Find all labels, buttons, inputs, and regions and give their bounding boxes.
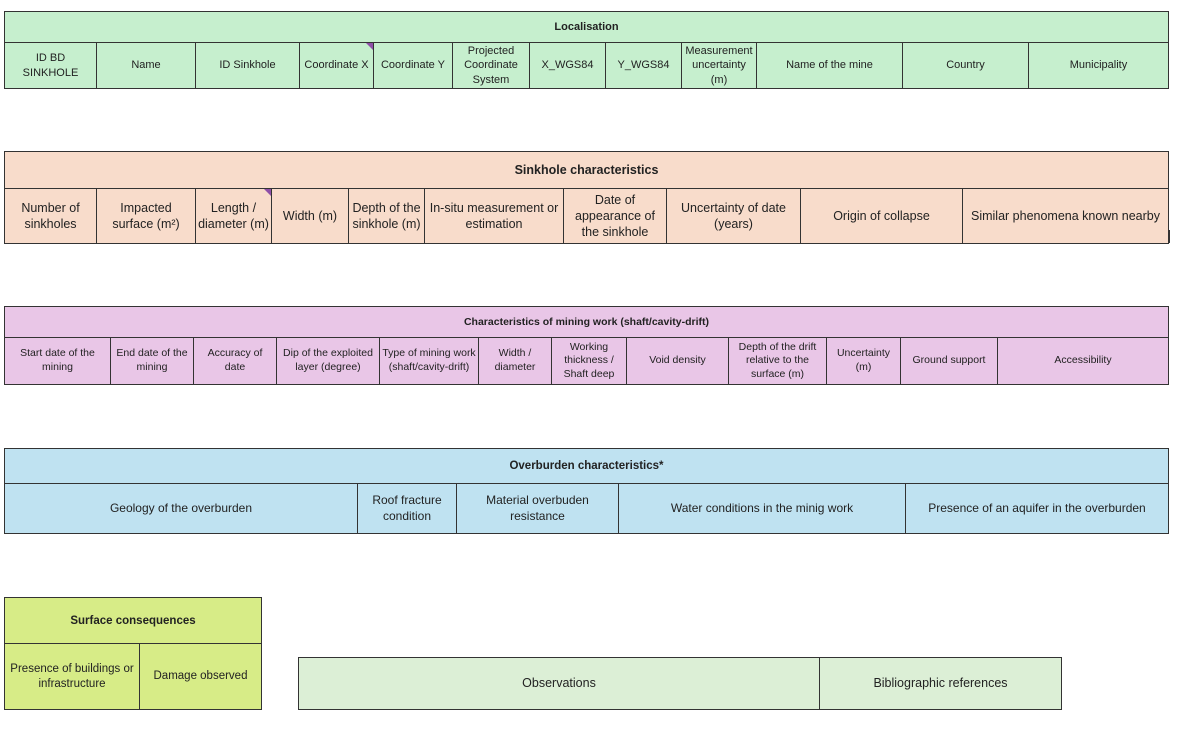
- header-cell-depth-of-drift[interactable]: Depth of the drift relative to the surfa…: [729, 338, 827, 384]
- header-cell-roof-fracture-condition[interactable]: Roof fracture condition: [358, 484, 457, 533]
- header-cell-type-of-mining-work[interactable]: Type of mining work (shaft/cavity-drift): [380, 338, 479, 384]
- header-cell-working-thickness[interactable]: Working thickness / Shaft deep: [552, 338, 627, 384]
- surface-consequences-title: Surface consequences: [5, 598, 261, 644]
- localisation-title: Localisation: [5, 12, 1168, 43]
- surface-consequences-table: Surface consequences Presence of buildin…: [4, 597, 262, 710]
- header-cell-void-density[interactable]: Void density: [627, 338, 729, 384]
- comment-indicator-icon[interactable]: [264, 189, 271, 196]
- header-cell-end-date[interactable]: End date of the mining: [111, 338, 194, 384]
- header-cell-observations[interactable]: Observations: [299, 658, 820, 709]
- header-cell-name[interactable]: Name: [97, 43, 196, 88]
- header-cell-dip-of-layer[interactable]: Dip of the exploited layer (degree): [277, 338, 380, 384]
- header-cell-projected-coordinate-system[interactable]: Projected Coordinate System: [453, 43, 530, 88]
- header-cell-uncertainty[interactable]: Uncertainty (m): [827, 338, 901, 384]
- localisation-table: Localisation ID BD SINKHOLE Name ID Sink…: [4, 11, 1169, 89]
- sinkhole-characteristics-title: Sinkhole characteristics: [5, 152, 1168, 189]
- header-cell-impacted-surface[interactable]: Impacted surface (m²): [97, 189, 196, 243]
- header-cell-country[interactable]: Country: [903, 43, 1029, 88]
- header-cell-depth-of-sinkhole[interactable]: Depth of the sinkhole (m): [349, 189, 425, 243]
- header-cell-length-diameter-label: Length / diameter (m): [198, 200, 269, 231]
- overburden-characteristics-title: Overburden characteristics*: [5, 449, 1168, 484]
- text-cursor: [1169, 230, 1170, 243]
- mining-work-title: Characteristics of mining work (shaft/ca…: [5, 307, 1168, 338]
- header-cell-buildings-infrastructure[interactable]: Presence of buildings or infrastructure: [5, 644, 140, 709]
- header-cell-water-conditions[interactable]: Water conditions in the minig work: [619, 484, 906, 533]
- sinkhole-characteristics-table: Sinkhole characteristics Number of sinkh…: [4, 151, 1169, 244]
- header-cell-y-wgs84[interactable]: Y_WGS84: [606, 43, 682, 88]
- header-cell-coordinate-x[interactable]: Coordinate X: [300, 43, 374, 88]
- comment-indicator-icon[interactable]: [366, 43, 373, 50]
- header-cell-uncertainty-of-date[interactable]: Uncertainty of date (years): [667, 189, 801, 243]
- observations-table: Observations Bibliographic references: [298, 657, 1062, 710]
- header-cell-ground-support[interactable]: Ground support: [901, 338, 998, 384]
- header-cell-width[interactable]: Width (m): [272, 189, 349, 243]
- header-cell-accuracy-of-date[interactable]: Accuracy of date: [194, 338, 277, 384]
- header-cell-material-resistance[interactable]: Material overbuden resistance: [457, 484, 619, 533]
- header-cell-municipality[interactable]: Municipality: [1069, 59, 1128, 72]
- header-cell-x-wgs84[interactable]: X_WGS84: [530, 43, 606, 88]
- header-cell-width-diameter[interactable]: Width / diameter: [479, 338, 552, 384]
- header-cell-origin-of-collapse[interactable]: Origin of collapse: [801, 189, 963, 243]
- header-cell-measurement-uncertainty[interactable]: Measurement uncertainty (m): [682, 43, 757, 88]
- header-cell-geology-of-overburden[interactable]: Geology of the overburden: [5, 484, 358, 533]
- header-cell-damage-observed[interactable]: Damage observed: [153, 670, 248, 683]
- header-cell-measurement-or-estimation[interactable]: In-situ measurement or estimation: [425, 189, 564, 243]
- header-cell-similar-phenomena[interactable]: Similar phenomena known nearby: [971, 208, 1160, 223]
- overburden-characteristics-table: Overburden characteristics* Geology of t…: [4, 448, 1169, 534]
- header-cell-id-bd-sinkhole[interactable]: ID BD SINKHOLE: [5, 43, 97, 88]
- mining-work-table: Characteristics of mining work (shaft/ca…: [4, 306, 1169, 385]
- header-cell-number-of-sinkholes[interactable]: Number of sinkholes: [5, 189, 97, 243]
- header-cell-coordinate-x-label: Coordinate X: [304, 59, 369, 72]
- header-cell-length-diameter[interactable]: Length / diameter (m): [196, 189, 272, 243]
- header-cell-date-of-appearance[interactable]: Date of appearance of the sinkhole: [564, 189, 667, 243]
- header-cell-coordinate-y[interactable]: Coordinate Y: [374, 43, 453, 88]
- header-cell-id-sinkhole[interactable]: ID Sinkhole: [196, 43, 300, 88]
- header-cell-bibliographic-references[interactable]: Bibliographic references: [873, 676, 1008, 691]
- header-cell-aquifer-presence[interactable]: Presence of an aquifer in the overburden: [928, 500, 1146, 515]
- header-cell-name-of-mine[interactable]: Name of the mine: [757, 43, 903, 88]
- header-cell-start-date[interactable]: Start date of the mining: [5, 338, 111, 384]
- header-cell-accessibility[interactable]: Accessibility: [1054, 354, 1112, 367]
